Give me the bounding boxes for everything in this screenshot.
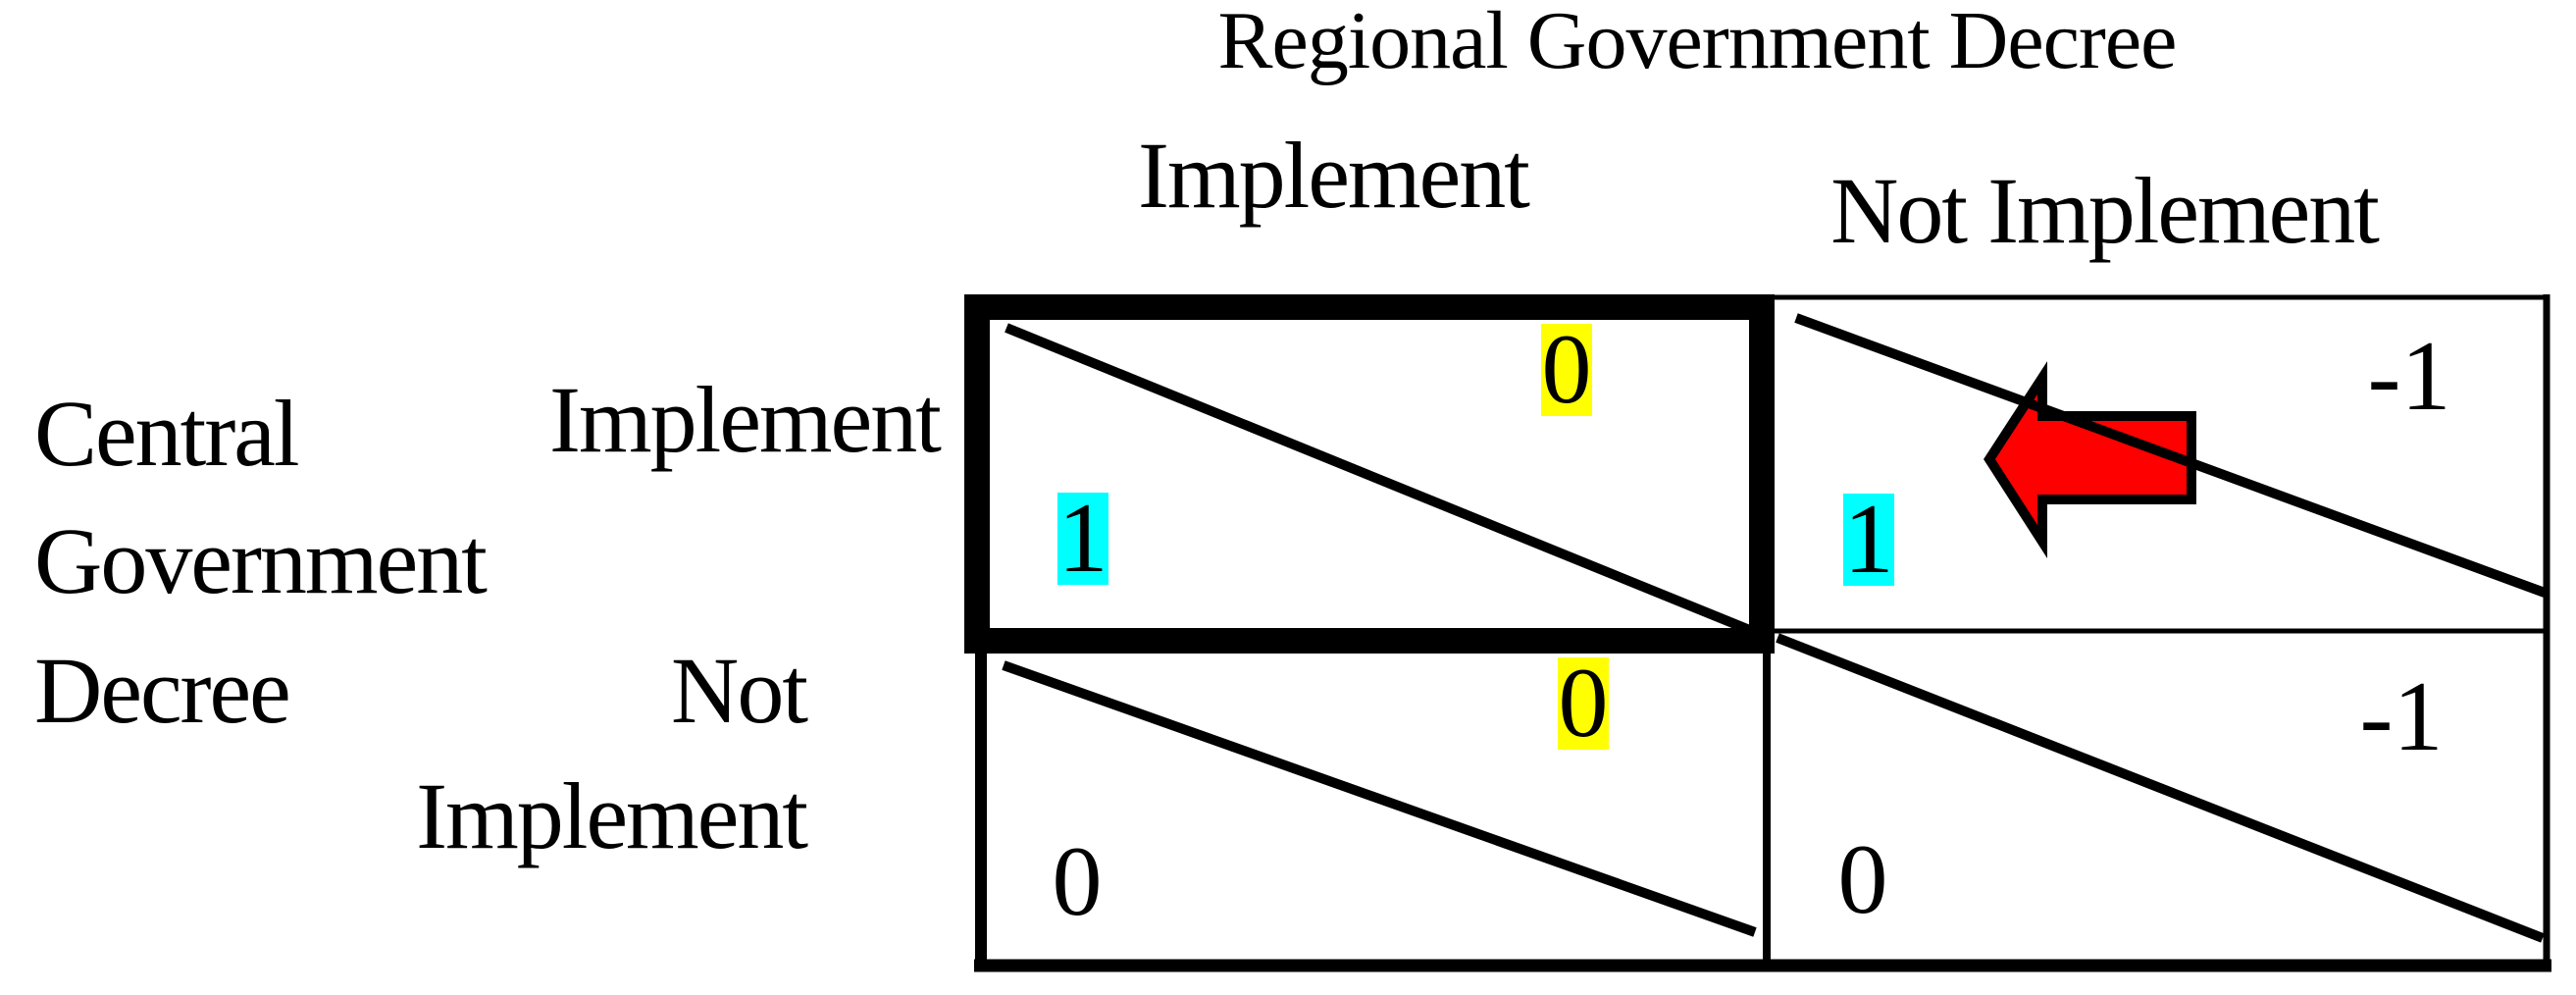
red-left-arrow bbox=[1984, 361, 2196, 559]
row-header-not-implement-line-2: Implement bbox=[416, 763, 808, 868]
row-header-implement: Implement bbox=[549, 367, 942, 472]
payoff-r2c1-central: 0 bbox=[1052, 826, 1103, 937]
payoff-r2c1-regional: 0 bbox=[1558, 648, 1609, 759]
payoff-r1c1-regional: 0 bbox=[1541, 314, 1592, 425]
payoff-r2c2-central: 0 bbox=[1837, 824, 1888, 935]
payoff-r1c2-central: 1 bbox=[1843, 484, 1894, 595]
row-player-name-line-3: Decree bbox=[34, 638, 291, 743]
column-header-not-implement: Not Implement bbox=[1830, 158, 2380, 263]
row-player-name-line-1: Central bbox=[34, 381, 300, 486]
column-player-title: Regional Government Decree bbox=[1217, 0, 2178, 86]
cell-diagonal-r1c2 bbox=[1794, 313, 2547, 598]
equilibrium-cell-border bbox=[964, 294, 1775, 654]
payoff-r1c1-central: 1 bbox=[1057, 483, 1108, 594]
cell-diagonal-r2c1 bbox=[1002, 660, 1757, 937]
row-player-name-line-2: Government bbox=[34, 508, 488, 613]
cell-diagonal-r2c2 bbox=[1776, 633, 2545, 943]
cell-diagonal-r1c1 bbox=[1005, 323, 1754, 636]
payoff-r2c2-regional: -1 bbox=[2359, 661, 2444, 772]
column-header-implement: Implement bbox=[1138, 123, 1530, 228]
row-header-not-implement-line-1: Not bbox=[671, 638, 808, 743]
payoff-r1c2-regional: -1 bbox=[2367, 321, 2451, 432]
